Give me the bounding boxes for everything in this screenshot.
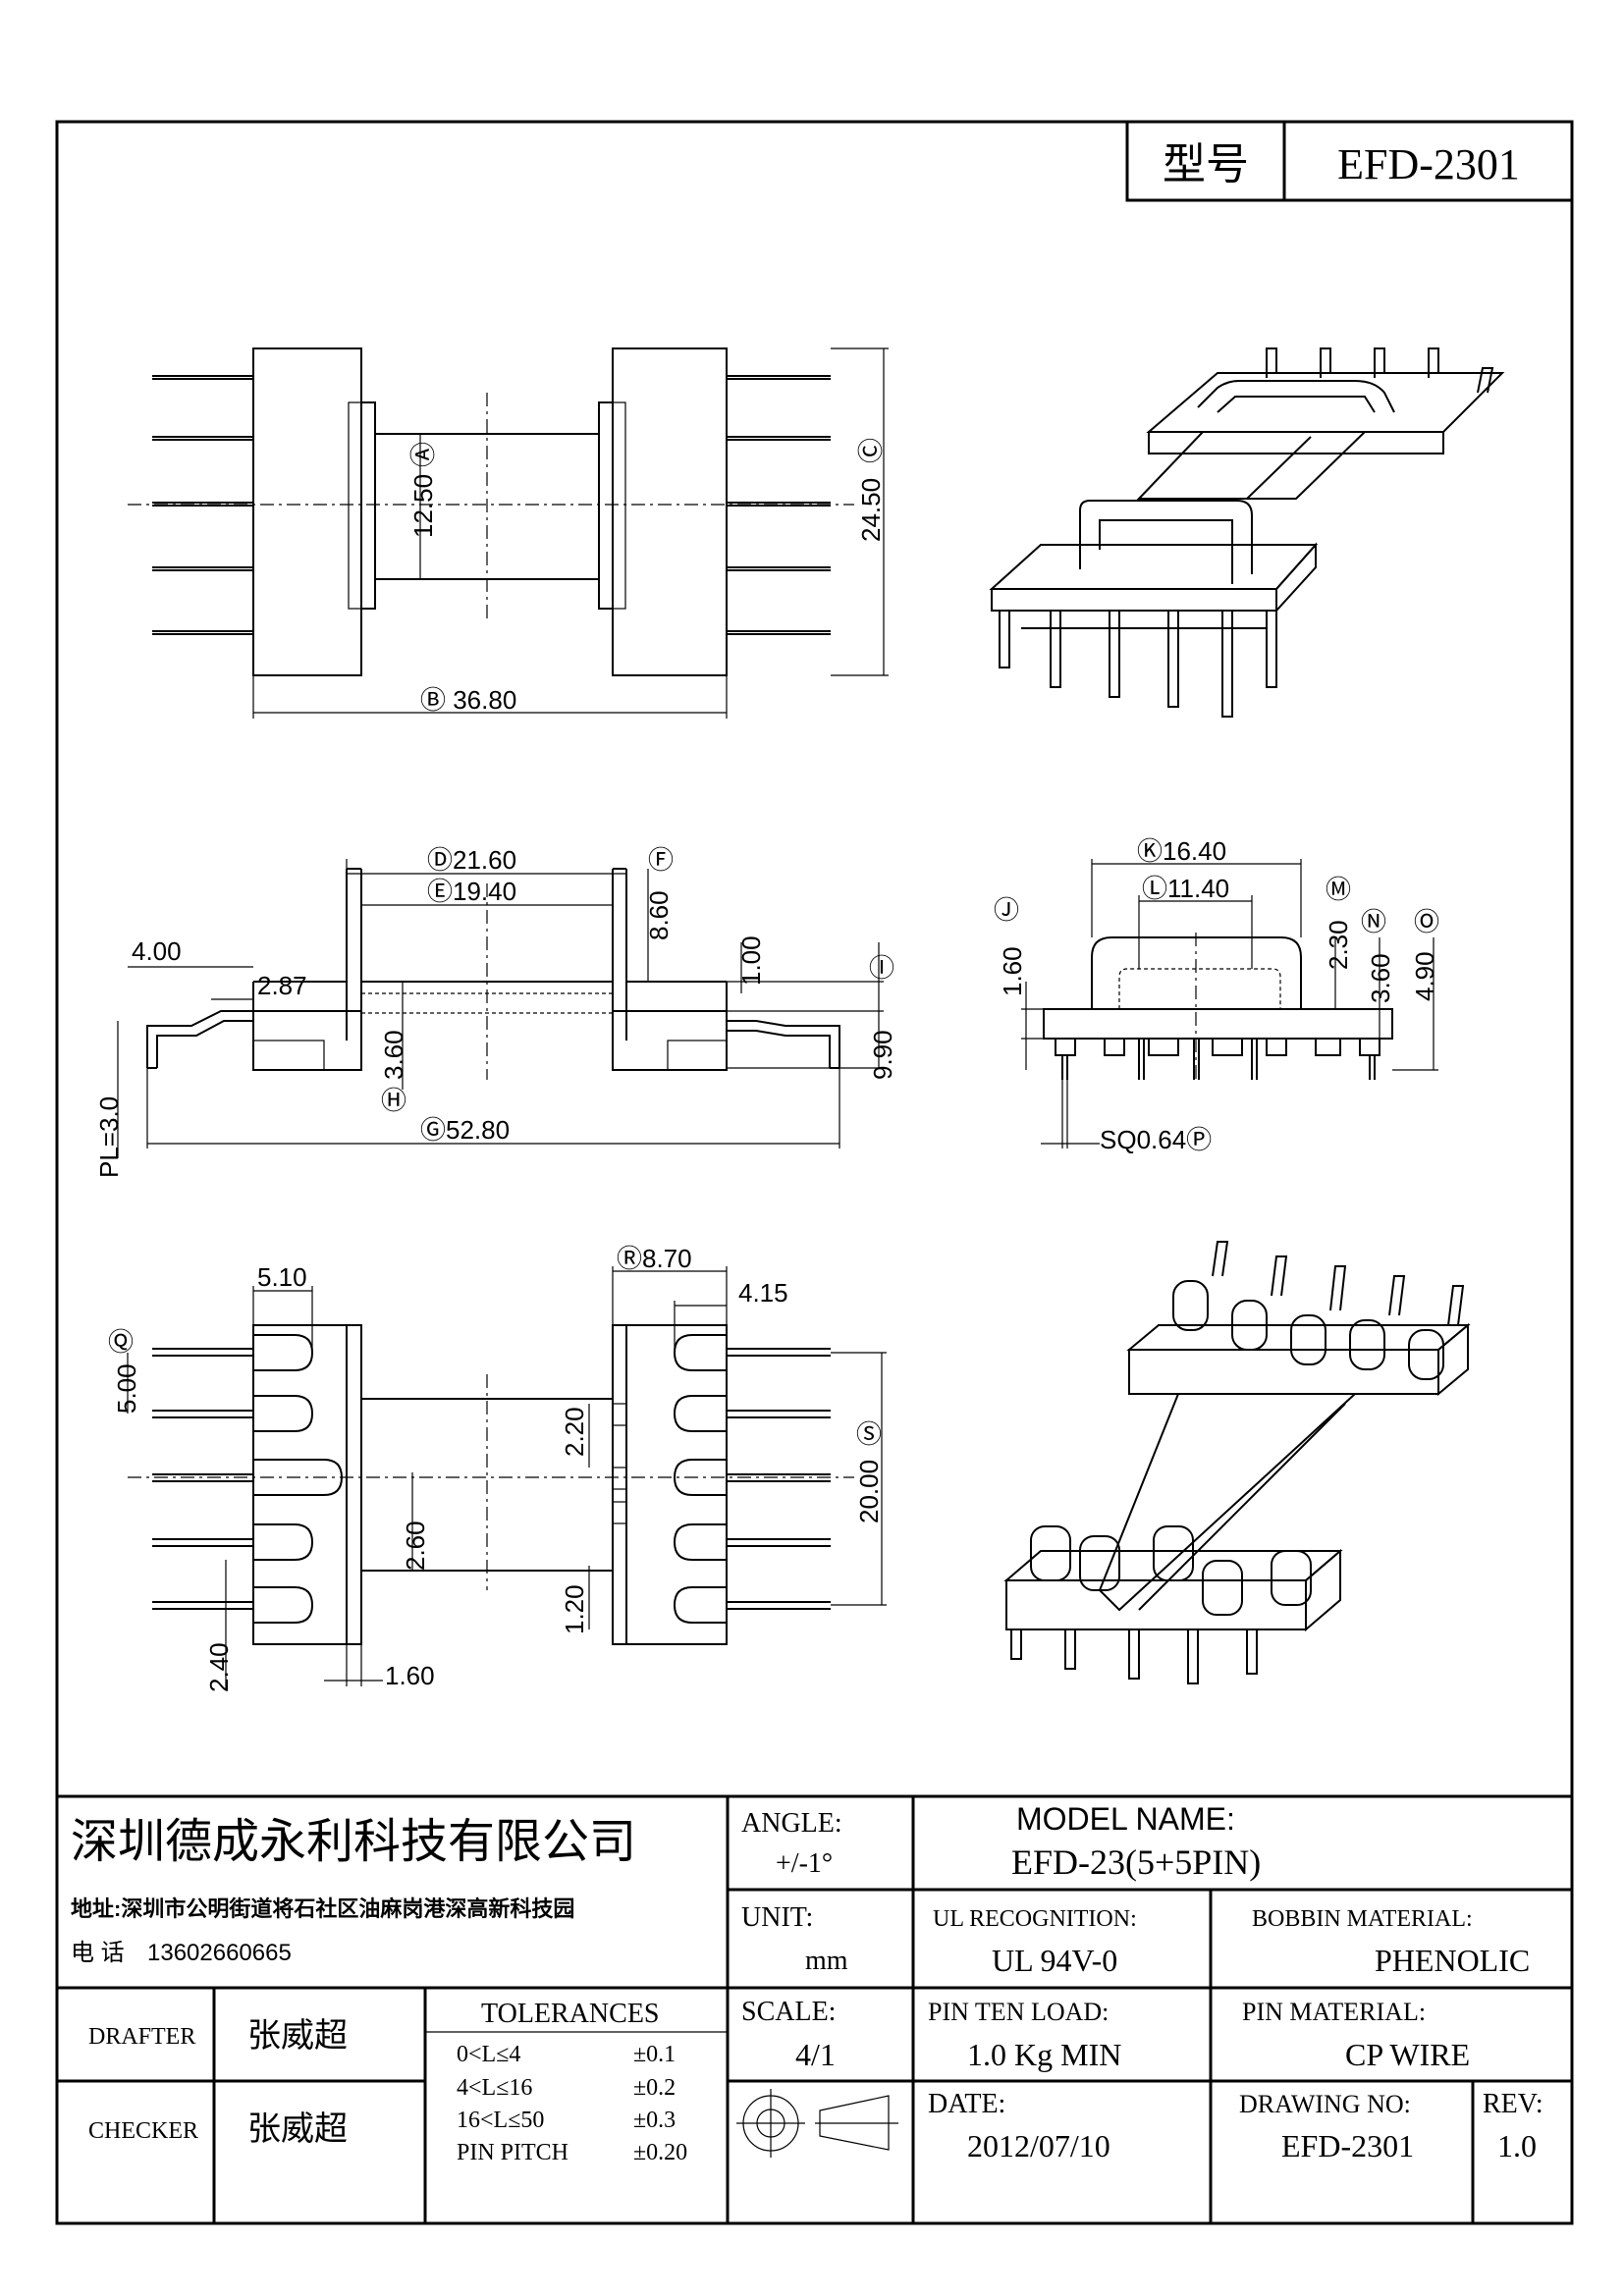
bottom-view: 5.10 5.00 Ⓠ Ⓡ8.70 4.15 20.00 Ⓢ 2.20 2.60… — [108, 1244, 887, 1692]
dim-j-value: 1.60 — [998, 946, 1027, 996]
dim-a-label: Ⓐ — [408, 442, 438, 467]
phone-label: 电 话 — [71, 1940, 125, 1966]
dim-p: SQ0.64Ⓟ — [1100, 1125, 1212, 1154]
top-view: 12.50 Ⓐ 24.50 Ⓒ Ⓑ 36.80 — [128, 347, 889, 719]
tolerances-label: TOLERANCES — [481, 1999, 660, 2029]
dim-f-value: 8.60 — [644, 890, 674, 940]
rev-value: 1.0 — [1497, 2128, 1537, 2163]
dim-o-value: 4.90 — [1410, 951, 1439, 1001]
tolerance-range: 4<L≤16 — [457, 2075, 532, 2101]
dim-1-00: 1.00 — [736, 935, 766, 986]
dim-h-value: 3.60 — [379, 1030, 408, 1080]
dim-5-10: 5.10 — [257, 1262, 307, 1292]
drawing-no-label: DRAWING NO: — [1239, 2090, 1411, 2118]
dim-c-label: Ⓒ — [856, 438, 886, 463]
dim-m-value: 2.30 — [1324, 920, 1353, 970]
dim-1-60: 1.60 — [385, 1661, 435, 1690]
dim-4-15: 4.15 — [738, 1278, 788, 1308]
dim-2-60: 2.60 — [401, 1521, 430, 1571]
company-address: 地址:深圳市公明街道将石社区油麻岗港深高新科技园 — [71, 1896, 574, 1921]
dim-2-40: 2.40 — [204, 1642, 234, 1692]
drafter-name: 张威超 — [247, 2017, 348, 2055]
tolerance-range: PIN PITCH — [457, 2140, 568, 2165]
dim-m-label: Ⓜ — [1326, 875, 1351, 904]
title-block: 深圳德成永利科技有限公司 地址:深圳市公明街道将石社区油麻岗港深高新科技园 电 … — [57, 1794, 1572, 2223]
pin-load-value: 1.0 Kg MIN — [967, 2037, 1121, 2072]
angle-label: ANGLE: — [741, 1808, 842, 1839]
unit-value: mm — [805, 1946, 848, 1976]
angle-value: +/-1° — [776, 1848, 833, 1879]
tolerance-range: 16<L≤50 — [457, 2108, 544, 2133]
tolerance-value: ±0.20 — [633, 2140, 687, 2165]
dim-f-label: Ⓕ — [648, 845, 674, 875]
sheet-border — [55, 120, 1574, 2225]
header-model-label: 型号 — [1163, 140, 1249, 188]
date-value: 2012/07/10 — [967, 2128, 1110, 2163]
checker-name: 张威超 — [247, 2110, 348, 2148]
dim-e: Ⓔ19.40 — [427, 877, 516, 906]
bobbin-material-value: PHENOLIC — [1375, 1943, 1530, 1978]
scale-value: 4/1 — [795, 2037, 836, 2072]
dim-l: Ⓛ11.40 — [1142, 874, 1229, 903]
pin-load-label: PIN TEN LOAD: — [928, 1998, 1109, 2026]
date-label: DATE: — [928, 2089, 1005, 2119]
dim-s-value: 20.00 — [854, 1460, 884, 1523]
front-view: Ⓓ21.60 Ⓔ19.40 8.60 Ⓕ 1.00 9.90 Ⓘ 4.00 2.… — [94, 845, 897, 1178]
dim-r: Ⓡ8.70 — [617, 1244, 692, 1273]
dim-h-label: Ⓗ — [381, 1086, 406, 1115]
dim-pl: PL=3.0 — [94, 1096, 124, 1178]
end-view: Ⓚ16.40 Ⓛ11.40 1.60 Ⓙ 2.30 Ⓜ 3.60 Ⓝ 4.90 … — [994, 836, 1439, 1154]
dim-1-20: 1.20 — [560, 1584, 589, 1634]
tolerance-value: ±0.2 — [633, 2075, 676, 2101]
projection-symbol — [736, 2089, 898, 2158]
model-name-value: EFD-23(5+5PIN) — [1011, 1842, 1261, 1882]
header-model-value: EFD-2301 — [1337, 140, 1520, 188]
drawing-no-value: EFD-2301 — [1281, 2128, 1414, 2163]
dim-a-value: 12.50 — [408, 474, 438, 538]
dim-n-label: Ⓝ — [1361, 907, 1386, 936]
dim-d: Ⓓ21.60 — [427, 845, 516, 875]
iso-view-top — [989, 347, 1505, 718]
dim-i-value: 9.90 — [868, 1030, 897, 1080]
model-name-label: MODEL NAME: — [1016, 1801, 1235, 1837]
drafter-label: DRAFTER — [88, 2024, 195, 2050]
dim-q-value: 5.00 — [112, 1363, 141, 1414]
dim-4-00: 4.00 — [132, 936, 182, 966]
dim-b: Ⓑ 36.80 — [420, 685, 516, 715]
dim-2-87: 2.87 — [257, 971, 307, 1000]
dim-k: Ⓚ16.40 — [1137, 836, 1226, 866]
dim-2-20: 2.20 — [560, 1407, 589, 1457]
unit-label: UNIT: — [741, 1902, 813, 1933]
company-name: 深圳德成永利科技有限公司 — [71, 1816, 636, 1868]
dim-g: Ⓖ52.80 — [420, 1115, 510, 1145]
bobbin-material-label: BOBBIN MATERIAL: — [1252, 1906, 1473, 1932]
dim-j-label: Ⓙ — [994, 895, 1019, 925]
header-model-box: 型号 EFD-2301 — [1125, 120, 1574, 202]
iso-view-bottom — [1003, 1241, 1471, 1684]
checker-label: CHECKER — [88, 2118, 198, 2144]
tolerance-value: ±0.3 — [633, 2108, 676, 2133]
dim-o-label: Ⓞ — [1414, 907, 1439, 936]
pin-material-value: CP WIRE — [1345, 2037, 1470, 2072]
ul-recognition-label: UL RECOGNITION: — [933, 1906, 1137, 1932]
scale-label: SCALE: — [741, 1997, 836, 2027]
dim-i-label: Ⓘ — [869, 953, 894, 983]
dim-c-value: 24.50 — [856, 478, 886, 542]
ul-recognition-value: UL 94V-0 — [992, 1943, 1117, 1978]
pin-material-label: PIN MATERIAL: — [1242, 1998, 1426, 2026]
tolerance-value: ±0.1 — [633, 2042, 676, 2067]
phone-number: 13602660665 — [147, 1940, 292, 1966]
tolerance-range: 0<L≤4 — [457, 2042, 520, 2067]
rev-label: REV: — [1483, 2089, 1543, 2119]
dim-q-label: Ⓠ — [108, 1327, 134, 1357]
dim-s-label: Ⓢ — [856, 1419, 882, 1449]
dim-n-value: 3.60 — [1366, 953, 1395, 1003]
